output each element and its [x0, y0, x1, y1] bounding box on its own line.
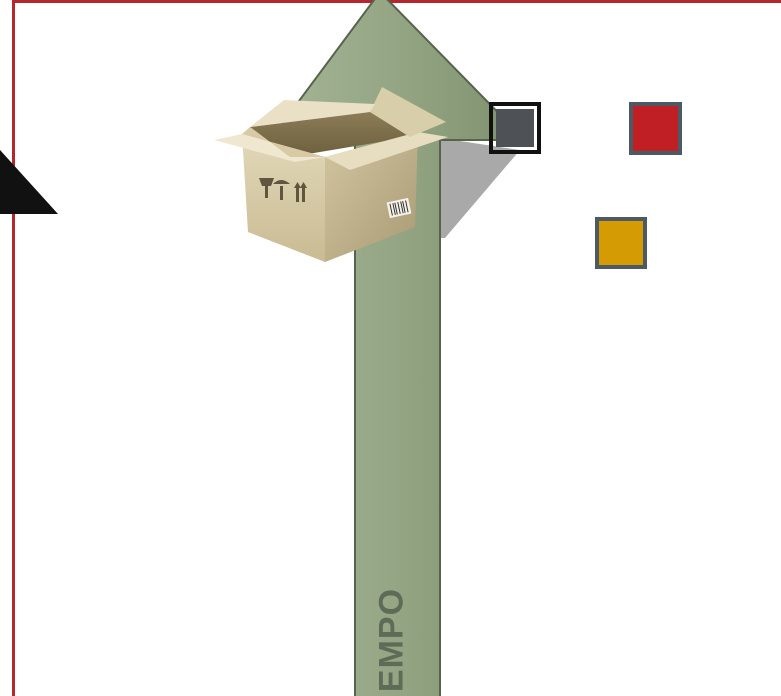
red-square: [629, 102, 682, 155]
cardboard-box-icon: [210, 82, 450, 267]
timeline-arrow-label: EMPO: [373, 588, 412, 692]
dark-gray-square-fill: [496, 109, 534, 147]
gold-square: [595, 217, 647, 269]
dark-gray-square: [489, 102, 541, 154]
